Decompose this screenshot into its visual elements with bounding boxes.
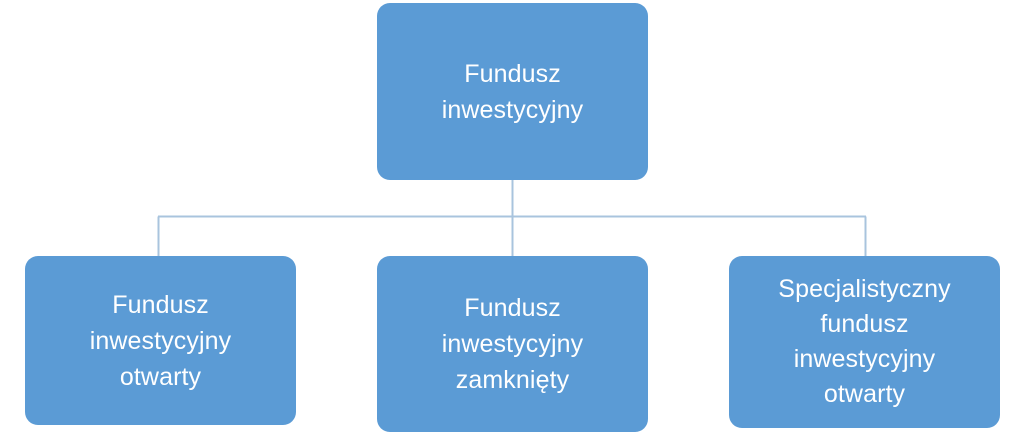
node-specjalistyczny-fundusz-inwestycyjny-otwarty: Specjalistyczny fundusz inwestycyjny otw… — [729, 256, 1000, 428]
node-open-label: Fundusz inwestycyjny otwarty — [89, 290, 232, 391]
node-fundusz-inwestycyjny-zamkniety: Fundusz inwestycyjny zamknięty — [377, 256, 648, 432]
node-root-label: Fundusz inwestycyjny — [441, 59, 584, 124]
node-fundusz-inwestycyjny-otwarty: Fundusz inwestycyjny otwarty — [25, 256, 296, 425]
node-fundusz-inwestycyjny: Fundusz inwestycyjny — [377, 3, 648, 180]
node-closed-label: Fundusz inwestycyjny zamknięty — [441, 294, 584, 394]
node-specialist-label: Specjalistyczny fundusz inwestycyjny otw… — [778, 275, 951, 408]
